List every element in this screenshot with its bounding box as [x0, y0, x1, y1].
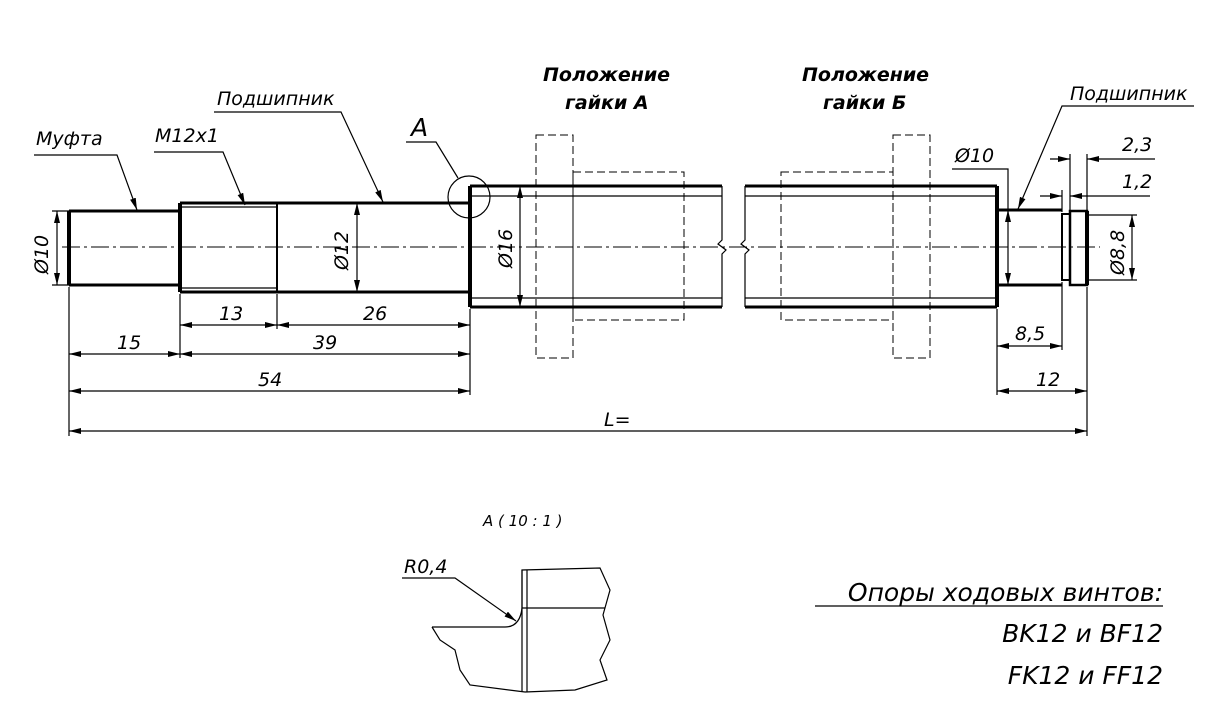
- notes-heading: Опоры ходовых винтов:: [848, 578, 1163, 607]
- label-coupling: Муфта: [36, 128, 103, 150]
- label-nut-b-line2: гайки Б: [823, 92, 906, 114]
- detail-a-view: [402, 567, 611, 693]
- notes-line-1: BK12 и BF12: [1002, 619, 1163, 648]
- detail-title: A ( 10 : 1 ): [482, 512, 563, 530]
- shaft-outline: [67, 184, 1089, 309]
- dim-len-thread: 13: [219, 303, 243, 325]
- dim-len-8-5: 8,5: [1015, 323, 1045, 345]
- dim-diameter-left: Ø10: [31, 235, 53, 275]
- dim-groove-1-2: 1,2: [1122, 171, 1152, 193]
- dim-len-39: 39: [313, 332, 337, 354]
- detail-radius: R0,4: [404, 556, 447, 578]
- nut-a-outline: [535, 134, 685, 359]
- nut-b-outline: [780, 134, 931, 359]
- label-nut-a-line1: Положение: [543, 64, 670, 86]
- label-thread: M12x1: [155, 125, 219, 147]
- dim-diameter-groove: Ø8,8: [1107, 230, 1129, 276]
- dim-len-bearing: 26: [363, 303, 387, 325]
- dim-total-length: L=: [604, 409, 631, 431]
- label-bearing-right: Подшипник: [1070, 83, 1188, 105]
- label-nut-b-line1: Положение: [802, 64, 929, 86]
- length-dimensions: [68, 154, 1155, 436]
- dim-groove-2-3: 2,3: [1122, 134, 1152, 156]
- diameter-dimensions: [52, 186, 1137, 307]
- dim-len-54: 54: [258, 369, 282, 391]
- label-nut-a-line2: гайки А: [565, 92, 649, 114]
- dim-len-12: 12: [1036, 369, 1060, 391]
- label-detail-mark: A: [409, 113, 428, 142]
- label-bearing-left: Подшипник: [217, 88, 335, 110]
- notes-line-2: FK12 и FF12: [1008, 661, 1163, 690]
- dim-len-coupling: 15: [117, 332, 141, 354]
- dim-diameter-bearing: Ø12: [331, 231, 353, 271]
- dim-diameter-right: Ø10: [954, 145, 994, 167]
- leader-lines: [34, 105, 1194, 219]
- dim-diameter-screw: Ø16: [495, 229, 517, 269]
